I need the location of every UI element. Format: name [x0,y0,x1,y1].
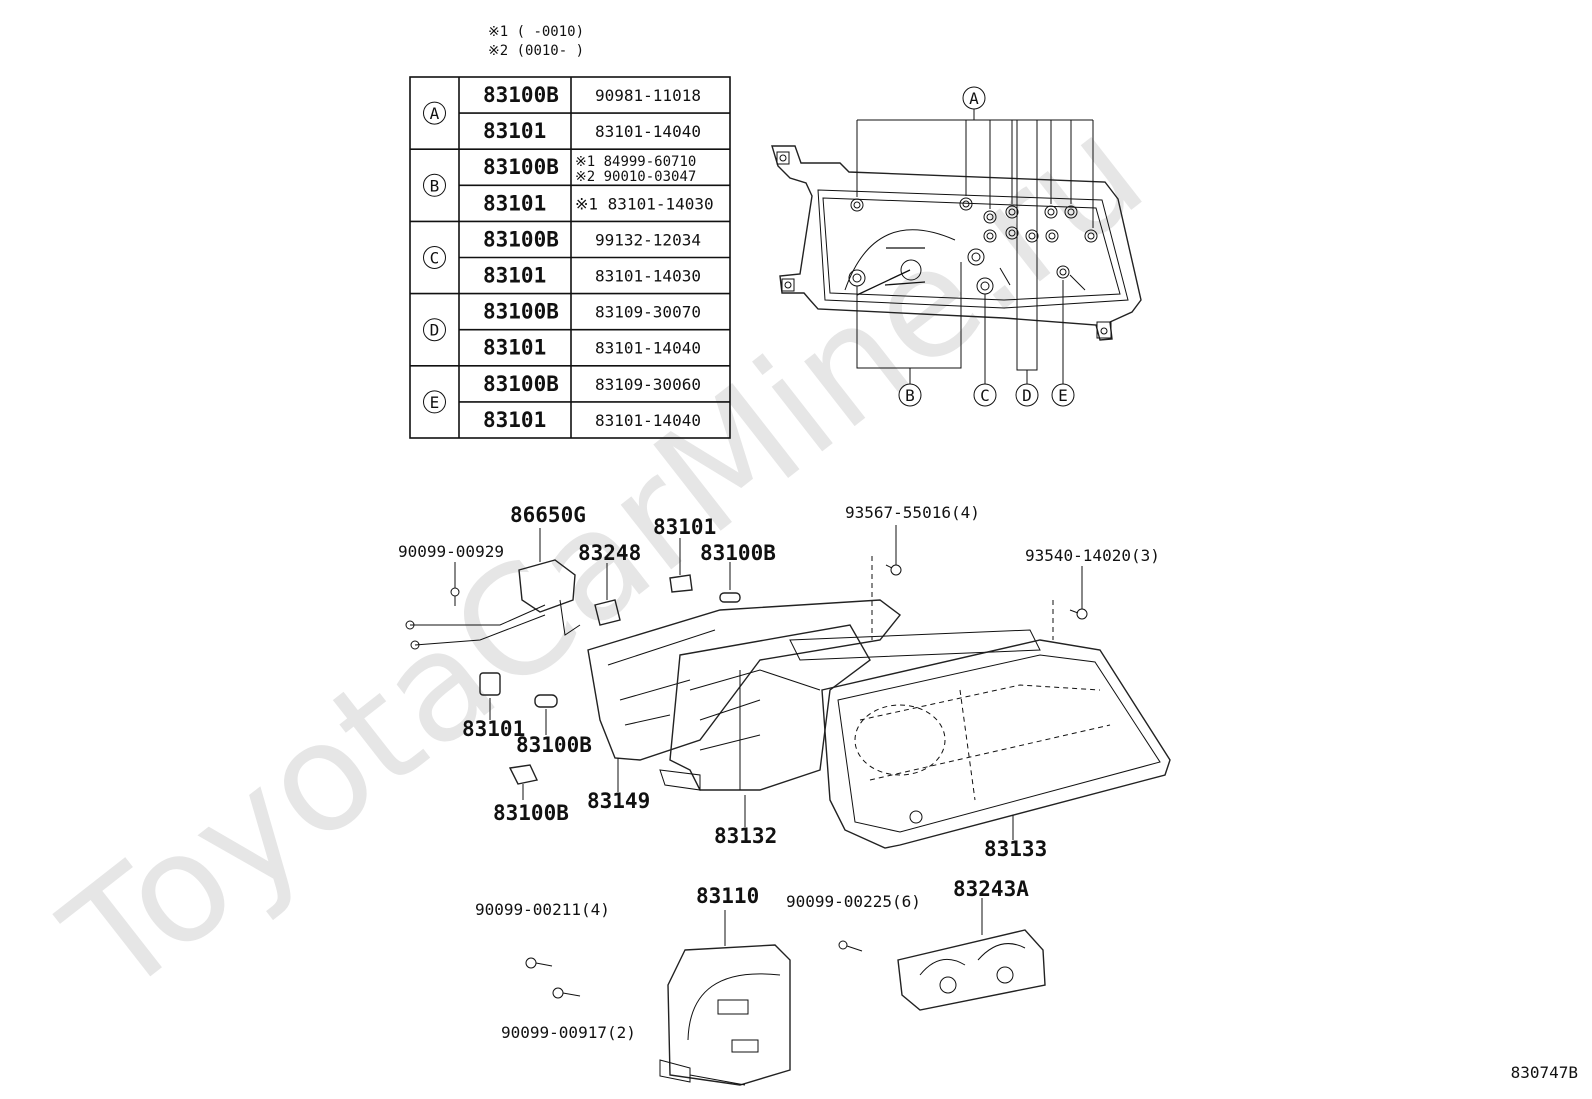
svg-text:C: C [980,386,990,405]
label-83101-top: 83101 [653,515,716,539]
table-number-cell: 90981-11018 [595,86,701,105]
socket-holes [848,197,1098,295]
screws [450,564,1088,999]
table-key: E [430,393,440,412]
table-part-cell: 83100B [483,227,559,251]
table-part-cell: 83100B [483,300,559,324]
table-number-cell: 83109-30060 [595,375,701,394]
printed-circuit-plate [587,599,901,761]
table-number-cell: 83101-14030 [595,267,701,286]
label-83110: 83110 [696,884,759,908]
part-labels: 86650G 90099-00929 83248 83101 83100B 93… [398,503,1160,1042]
table-number-cell: 99132-12034 [595,230,701,249]
svg-text:E: E [1058,386,1068,405]
table-number-cell: 83101-14040 [595,411,701,430]
cluster-glass [821,639,1171,849]
label-83248: 83248 [578,541,641,565]
label-90099-00211: 90099-00211(4) [475,900,610,919]
location-diagram: A B C D E [771,86,1142,407]
label-83101-left: 83101 [462,717,525,741]
table-part-cell: 83100B [483,155,559,179]
label-83243a: 83243A [953,877,1029,901]
table-key: C [430,249,440,268]
label-83133: 83133 [984,837,1047,861]
note-2: ※2 (0010- ) [488,43,584,59]
svg-text:D: D [1022,386,1032,405]
label-90099-00225: 90099-00225(6) [786,892,921,911]
table-key-circle [423,318,446,342]
label-86650g: 86650G [510,503,586,527]
table-key-circle [423,101,446,125]
figure-code: 830747B [1511,1063,1578,1082]
table-key: A [430,104,440,123]
table-key: D [430,321,440,340]
table-part-cell: 83101 [483,119,546,143]
note-1: ※1 ( -0010) [488,24,584,40]
table-part-cell: 83101 [483,336,546,360]
table-number-cell: 83109-30070 [595,303,701,322]
svg-text:A: A [969,89,979,108]
table-number-cell: ※1 83101-14030 [575,194,714,213]
table-key-circle [423,173,446,197]
location-key-d: D [1015,383,1039,407]
location-key-e: E [1051,383,1075,407]
label-90099-00929: 90099-00929 [398,542,504,561]
table-key-circle [423,246,446,269]
label-83100b-bottom: 83100B [493,801,569,825]
table-part-cell: 83101 [483,191,546,215]
label-83132: 83132 [714,824,777,848]
label-83100b-top: 83100B [700,541,776,565]
fuel-temp-gauge [897,929,1046,1011]
svg-text:B: B [905,386,915,405]
table-number-cell: 83101-14040 [595,122,701,141]
table-key: B [430,176,440,195]
table-part-cell: 83101 [483,264,546,288]
location-key-b: B [898,383,922,407]
table-number-cell: ※2 90010-03047 [575,169,696,185]
table-key-circle [423,390,446,414]
wire-harness [518,559,576,613]
label-93567-55016: 93567-55016(4) [845,503,980,522]
applicability-notes: ※1 ( -0010) ※2 (0010- ) [488,24,584,59]
cluster-case [669,624,871,791]
table-part-cell: 83101 [483,408,546,432]
label-93540-14020: 93540-14020(3) [1025,546,1160,565]
label-90099-00917: 90099-00917(2) [501,1023,636,1042]
table-number-cell: ※1 84999-60710 [575,154,696,170]
table-part-cell: 83100B [483,372,559,396]
table-part-cell: 83100B [483,83,559,107]
table-number-cell: 83101-14040 [595,339,701,358]
speedometer [667,944,791,1086]
location-key-a: A [962,86,986,110]
exploded-view [405,525,1171,1086]
label-83149: 83149 [587,789,650,813]
label-leaders [454,525,1083,946]
location-key-c: C [973,383,997,407]
label-83100b-left: 83100B [516,733,592,757]
